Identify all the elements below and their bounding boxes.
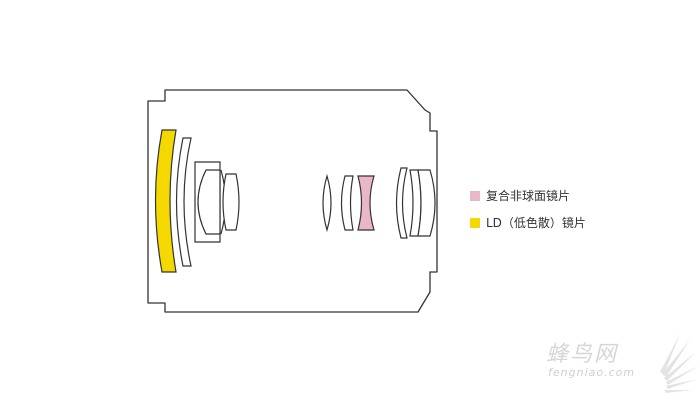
watermark-url: fengniao.com bbox=[548, 366, 636, 379]
front-group-last-lens bbox=[222, 173, 240, 231]
aspherical-lens-element bbox=[357, 175, 375, 231]
front-meniscus-lens bbox=[175, 137, 192, 267]
fengniao-logo-icon bbox=[660, 334, 698, 393]
legend-item-ld: LD（低色散）镜片 bbox=[470, 214, 586, 231]
ld-lens-element bbox=[154, 129, 177, 273]
legend-label-aspherical: 复合非球面镜片 bbox=[486, 189, 571, 203]
middle-biconvex-lens bbox=[322, 173, 332, 233]
legend-swatch-ld bbox=[470, 217, 480, 228]
watermark-brand: 蜂鸟网 bbox=[546, 342, 619, 367]
front-doublet-front-lens bbox=[197, 169, 221, 235]
middle-meniscus-lens bbox=[340, 175, 354, 231]
lens-barrel-outline bbox=[147, 89, 438, 313]
legend-swatch-aspherical bbox=[470, 190, 480, 201]
legend-item-aspherical: 复合非球面镜片 bbox=[470, 187, 570, 204]
rear-meniscus-lens bbox=[395, 167, 408, 239]
legend-label-ld: LD（低色散）镜片 bbox=[486, 216, 586, 230]
rear-doublet-rear-lens bbox=[417, 169, 436, 237]
